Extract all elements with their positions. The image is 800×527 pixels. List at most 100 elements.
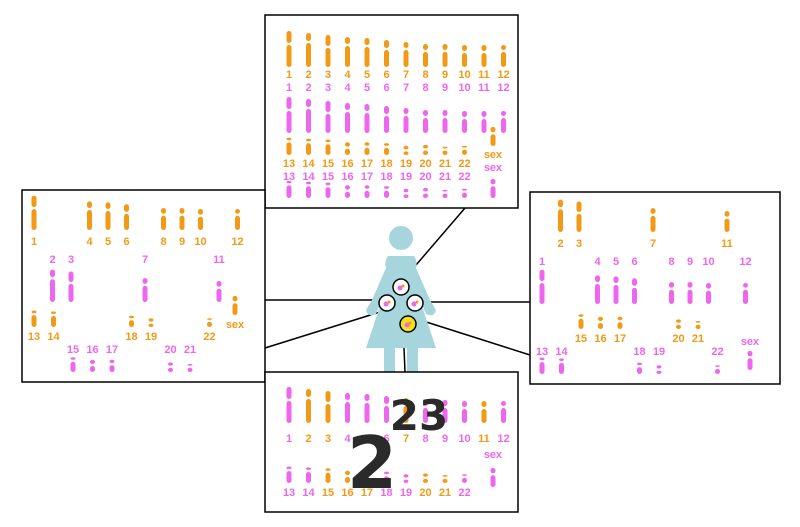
chromosome-13 bbox=[286, 137, 292, 155]
chromosome-20 bbox=[423, 187, 428, 198]
chromosome-12 bbox=[501, 401, 506, 423]
chromosome-1 bbox=[286, 31, 292, 67]
chromosome-12 bbox=[743, 283, 748, 304]
chromosome-label: 3 bbox=[325, 433, 331, 445]
chromosome-12 bbox=[501, 111, 506, 133]
chromosome-22 bbox=[207, 318, 212, 327]
chromosome-2 bbox=[306, 33, 311, 67]
female-figure-icon bbox=[366, 226, 436, 376]
chromosome-4 bbox=[345, 103, 350, 133]
chromosome-label: 11 bbox=[478, 82, 490, 94]
chromosome-5 bbox=[105, 202, 111, 230]
chromosome-15 bbox=[325, 182, 331, 198]
chromosome-17 bbox=[109, 359, 115, 372]
chromosome-2 bbox=[306, 389, 311, 423]
chromosome-label: 5 bbox=[364, 433, 370, 445]
chromosome-15 bbox=[578, 314, 584, 329]
chromosome-label: 17 bbox=[106, 344, 118, 356]
chromosome-16 bbox=[345, 142, 350, 155]
chromosome-label: 9 bbox=[442, 69, 448, 81]
chromosome-label: 4 bbox=[344, 69, 351, 81]
chromosome-22 bbox=[462, 474, 467, 483]
chromosome-label: 20 bbox=[672, 333, 684, 345]
chromosome-7 bbox=[650, 208, 656, 232]
chromosome-12 bbox=[235, 209, 240, 230]
chromosome-9 bbox=[442, 44, 448, 67]
chromosome-label: 12 bbox=[497, 69, 509, 81]
chromosome-label: 11 bbox=[213, 254, 225, 266]
chromosome-12 bbox=[501, 45, 506, 67]
chromosome-14 bbox=[306, 467, 311, 483]
chromosome-17 bbox=[364, 470, 370, 483]
chromosome-sex bbox=[490, 126, 496, 146]
chromosome-label: 6 bbox=[123, 236, 129, 248]
chromosome-5 bbox=[364, 394, 370, 423]
chromosome-6 bbox=[384, 106, 389, 133]
chromosome-16 bbox=[90, 359, 95, 372]
chromosome-11 bbox=[216, 281, 222, 302]
chromosome-label: 5 bbox=[364, 69, 370, 81]
chromosome-label: 2 bbox=[305, 69, 311, 81]
chromosome-11 bbox=[481, 401, 487, 423]
chromosome-label: 7 bbox=[403, 433, 409, 445]
chromosome-9 bbox=[687, 282, 693, 304]
chromosome-label: 12 bbox=[231, 236, 243, 248]
chromosome-2 bbox=[558, 199, 563, 232]
chromosome-label: 3 bbox=[576, 238, 582, 250]
chromosome-10 bbox=[462, 401, 467, 423]
chromosome-label: 1 bbox=[31, 236, 37, 248]
chromosome-label: 14 bbox=[302, 158, 315, 170]
chromosome-label: sex bbox=[741, 336, 760, 348]
chromosome-label: 6 bbox=[383, 69, 389, 81]
egg-cell-icon bbox=[392, 278, 410, 296]
chromosome-label: 14 bbox=[302, 487, 315, 499]
chromosome-label: 9 bbox=[442, 82, 448, 94]
chromosome-sex bbox=[490, 178, 496, 198]
chromosome-label: 20 bbox=[419, 158, 431, 170]
chromosome-label: 18 bbox=[380, 487, 392, 499]
chromosome-label: 22 bbox=[203, 331, 215, 343]
chromosome-7 bbox=[403, 398, 409, 423]
chromosome-label: 9 bbox=[687, 256, 693, 268]
chromosome-9 bbox=[442, 400, 448, 423]
chromosome-sex bbox=[747, 350, 753, 370]
chromosome-11 bbox=[481, 45, 487, 67]
chromosome-5 bbox=[364, 104, 370, 133]
chromosome-label: 18 bbox=[380, 171, 392, 183]
chromosome-label: 13 bbox=[536, 346, 548, 358]
chromosome-label: 11 bbox=[721, 238, 733, 250]
chromosome-label: 5 bbox=[613, 256, 619, 268]
chromosome-label: 1 bbox=[286, 69, 292, 81]
chromosome-4 bbox=[345, 393, 350, 423]
chromosome-11 bbox=[724, 211, 730, 232]
chromosome-label: 17 bbox=[361, 171, 373, 183]
chromosome-6 bbox=[384, 396, 389, 423]
chromosome-label: 8 bbox=[422, 433, 428, 445]
chromosome-label: 15 bbox=[322, 487, 334, 499]
chromosome-sex bbox=[490, 467, 496, 487]
chromosome-label: 2 bbox=[49, 254, 55, 266]
chromosome-15 bbox=[325, 139, 331, 155]
chromosome-4 bbox=[345, 37, 350, 67]
chromosome-label: sex bbox=[484, 149, 503, 161]
chromosome-22 bbox=[715, 365, 720, 374]
chromosome-label: 3 bbox=[68, 254, 74, 266]
chromosome-18 bbox=[384, 186, 389, 198]
chromosome-label: 9 bbox=[442, 433, 448, 445]
chromosome-label: sex bbox=[484, 162, 503, 174]
chromosome-1 bbox=[286, 387, 292, 423]
chromosome-8 bbox=[161, 208, 166, 230]
chromosome-label: 19 bbox=[400, 487, 412, 499]
chromosome-4 bbox=[87, 201, 92, 230]
chromosome-16 bbox=[345, 470, 350, 483]
chromosome-6 bbox=[124, 204, 129, 230]
chromosome-label: 15 bbox=[322, 158, 334, 170]
chromosome-14 bbox=[51, 311, 56, 327]
chromosome-label: 14 bbox=[302, 171, 315, 183]
chromosome-label: 2 bbox=[305, 82, 311, 94]
chromosome-21 bbox=[187, 364, 193, 372]
chromosome-4 bbox=[595, 275, 600, 304]
chromosome-15 bbox=[325, 468, 331, 483]
